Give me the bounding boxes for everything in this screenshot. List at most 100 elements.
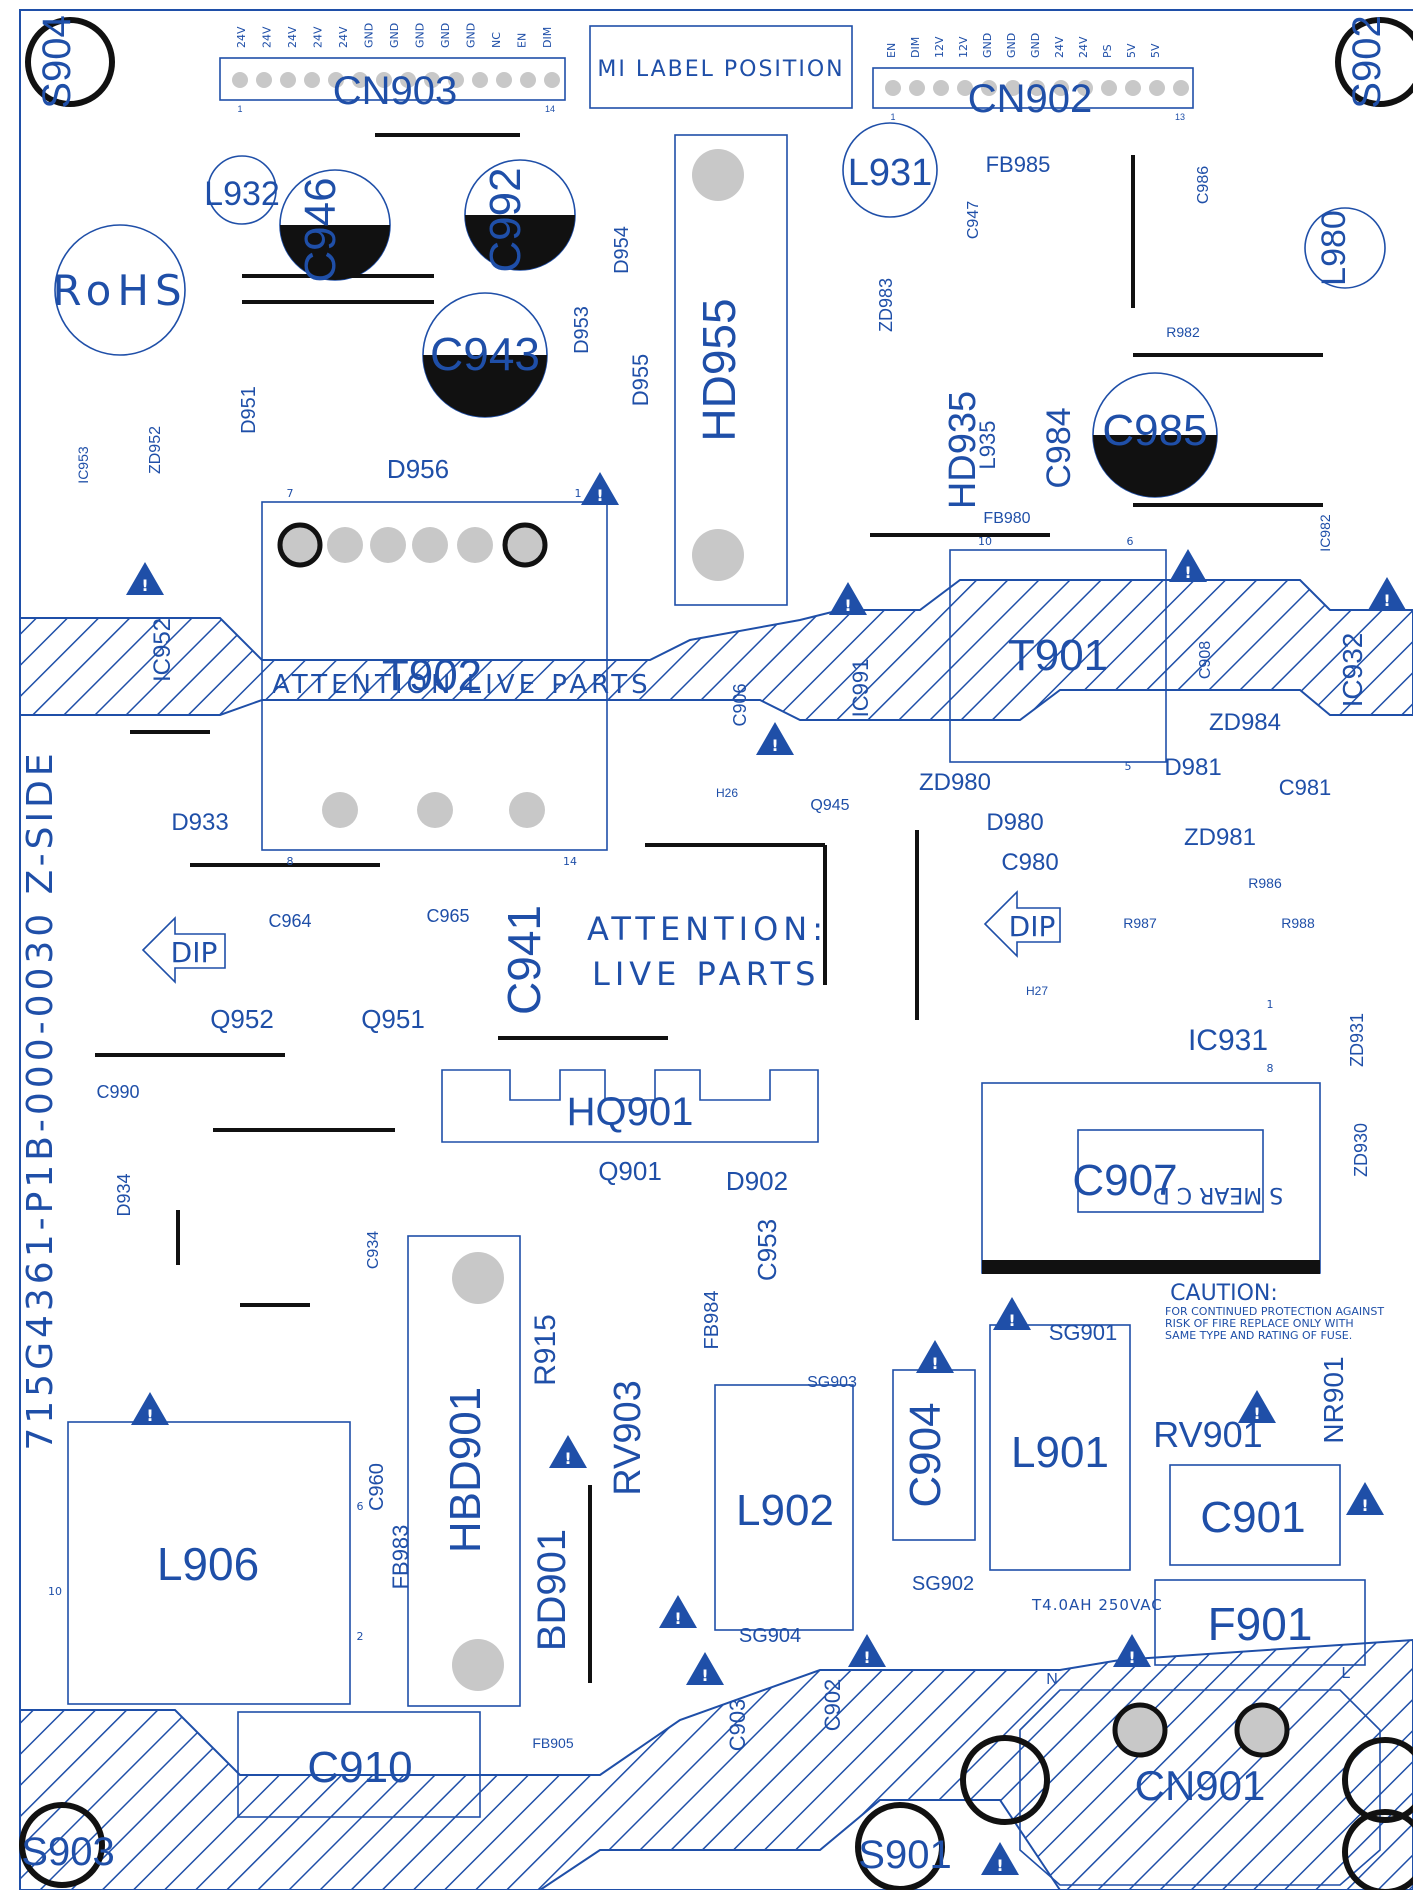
refdes-cn902: CN902 [968,77,1093,121]
refdes-zd980: ZD980 [919,769,991,796]
transformer-pin-pad [509,792,545,828]
cn901-ac-inlet [1019,1689,1381,1886]
pin-number: 14 [563,855,577,868]
connector-pin-pad [981,80,997,96]
refdes-c946: C946 [296,177,345,282]
refdes-cn903: CN903 [333,69,458,113]
refdes-l906: L906 [157,1538,259,1590]
cn902-connector [872,67,1194,109]
cn903-pin-last: 14 [545,104,555,114]
svg-text:!: ! [701,1666,708,1685]
svg-text:!: ! [996,1856,1003,1875]
cn902-pin-label: DIM [909,37,922,58]
caution-line: FOR CONTINUED PROTECTION AGAINST [1165,1305,1384,1318]
refdes-c990: C990 [96,1082,139,1102]
svg-text:!: ! [1008,1311,1015,1330]
refdes-r982: R982 [1166,324,1200,340]
refdes-c903: C903 [725,1699,750,1752]
refdes-ic953: IC953 [75,446,91,484]
connector-pin-pad [544,72,560,88]
refdes-l902: L902 [736,1486,834,1535]
connector-pin-pad [280,72,296,88]
refdes-l980: L980 [1315,210,1353,286]
refdes-c984: C984 [1040,407,1078,488]
caution-title: CAUTION: [1170,1281,1278,1306]
warning-triangle-icon: ! [756,722,794,755]
connector-pin-pad [448,72,464,88]
warning-triangle-icon: ! [1368,577,1406,610]
warning-triangle-icon: ! [1113,1634,1151,1667]
refdes-fb985: FB985 [986,152,1051,177]
connector-pin-pad [909,80,925,96]
c907-marking: S MEAR C D [1153,1182,1283,1207]
t901-transformer [949,549,1167,763]
refdes-r986: R986 [1248,875,1282,891]
refdes-r987: R987 [1123,915,1157,931]
refdes-c910: C910 [307,1743,412,1792]
refdes-ic982: IC982 [1317,514,1333,552]
board-outline [19,9,1413,1890]
pin-number: 8 [287,855,294,868]
refdes-fb984: FB984 [701,1291,723,1350]
refdes-rv903: RV903 [607,1380,649,1496]
refdes-ic931: IC931 [1188,1024,1268,1057]
inductor-l932 [207,155,277,225]
warning-triangle-icon: ! [659,1595,697,1628]
refdes-q945: Q945 [810,797,849,814]
refdes-r915: R915 [529,1314,562,1386]
attention-live-parts-band: ATTENTION LIVE PARTS [272,670,652,700]
refdes-d953: D953 [571,306,593,354]
pin-number: 2 [357,1630,364,1643]
cn902-pin-label: PS [1101,44,1114,58]
svg-text:!: ! [1361,1496,1368,1515]
refdes-c901: C901 [1200,1493,1305,1542]
refdes-c960: C960 [366,1463,388,1511]
refdes-zd983: ZD983 [876,278,896,332]
transformer-pin-pad [457,527,493,563]
live-parts-band-bottom [19,1638,1413,1890]
connector-pin-pad [885,80,901,96]
refdes-t901: T901 [1008,631,1108,680]
screw-s904: S904 [35,15,79,108]
warning-triangle-icon: ! [1238,1390,1276,1423]
refdes-c947: C947 [965,201,982,239]
pin-number: 5 [1125,760,1132,773]
svg-text:!: ! [863,1648,870,1667]
warning-triangle-icon: ! [993,1297,1031,1330]
refdes-q951: Q951 [361,1004,425,1034]
connector-pin-pad [496,72,512,88]
warning-triangle-icon: ! [581,472,619,505]
cn902-pin-label: GND [981,33,994,58]
refdes-c965: C965 [426,906,469,926]
refdes-d956: D956 [387,454,449,484]
refdes-hq901: HQ901 [567,1090,694,1134]
screw-ring-cn901-right [1342,1737,1413,1823]
rohs-circle [54,224,186,356]
cap-c992 [464,159,576,271]
connector-pin-pad [1077,80,1093,96]
refdes-c953: C953 [752,1219,782,1281]
refdes-hbd901: HBD901 [441,1387,490,1553]
cn903-pin-label: GND [388,23,401,48]
mi-label-box [589,25,853,109]
refdes-c908: C908 [1197,641,1214,679]
refdes-hd935: HD935 [942,391,984,509]
refdes-zd931: ZD931 [1347,1013,1367,1067]
connector-pin-pad [256,72,272,88]
cn902-pin-last: 13 [1175,112,1185,122]
refdes-ic932: IC932 [1337,633,1368,708]
connector-pin-pad [1173,80,1189,96]
connector-pin-pad [232,72,248,88]
cn903-pin-first: 1 [237,104,242,114]
cap-c946 [279,169,391,281]
refdes-ic991: IC991 [848,659,873,718]
cn902-pin-label: 5V [1125,43,1138,58]
cn903-pin-label: GND [414,23,427,48]
cn903-pin-label: 24V [261,26,274,48]
svg-text:!: ! [844,596,851,615]
connector-pin-pad [1053,80,1069,96]
refdes-c981: C981 [1279,775,1332,800]
refdes-hd955: HD955 [693,298,745,441]
caution-line: SAME TYPE AND RATING OF FUSE. [1165,1329,1352,1342]
connector-pin-pad [933,80,949,96]
